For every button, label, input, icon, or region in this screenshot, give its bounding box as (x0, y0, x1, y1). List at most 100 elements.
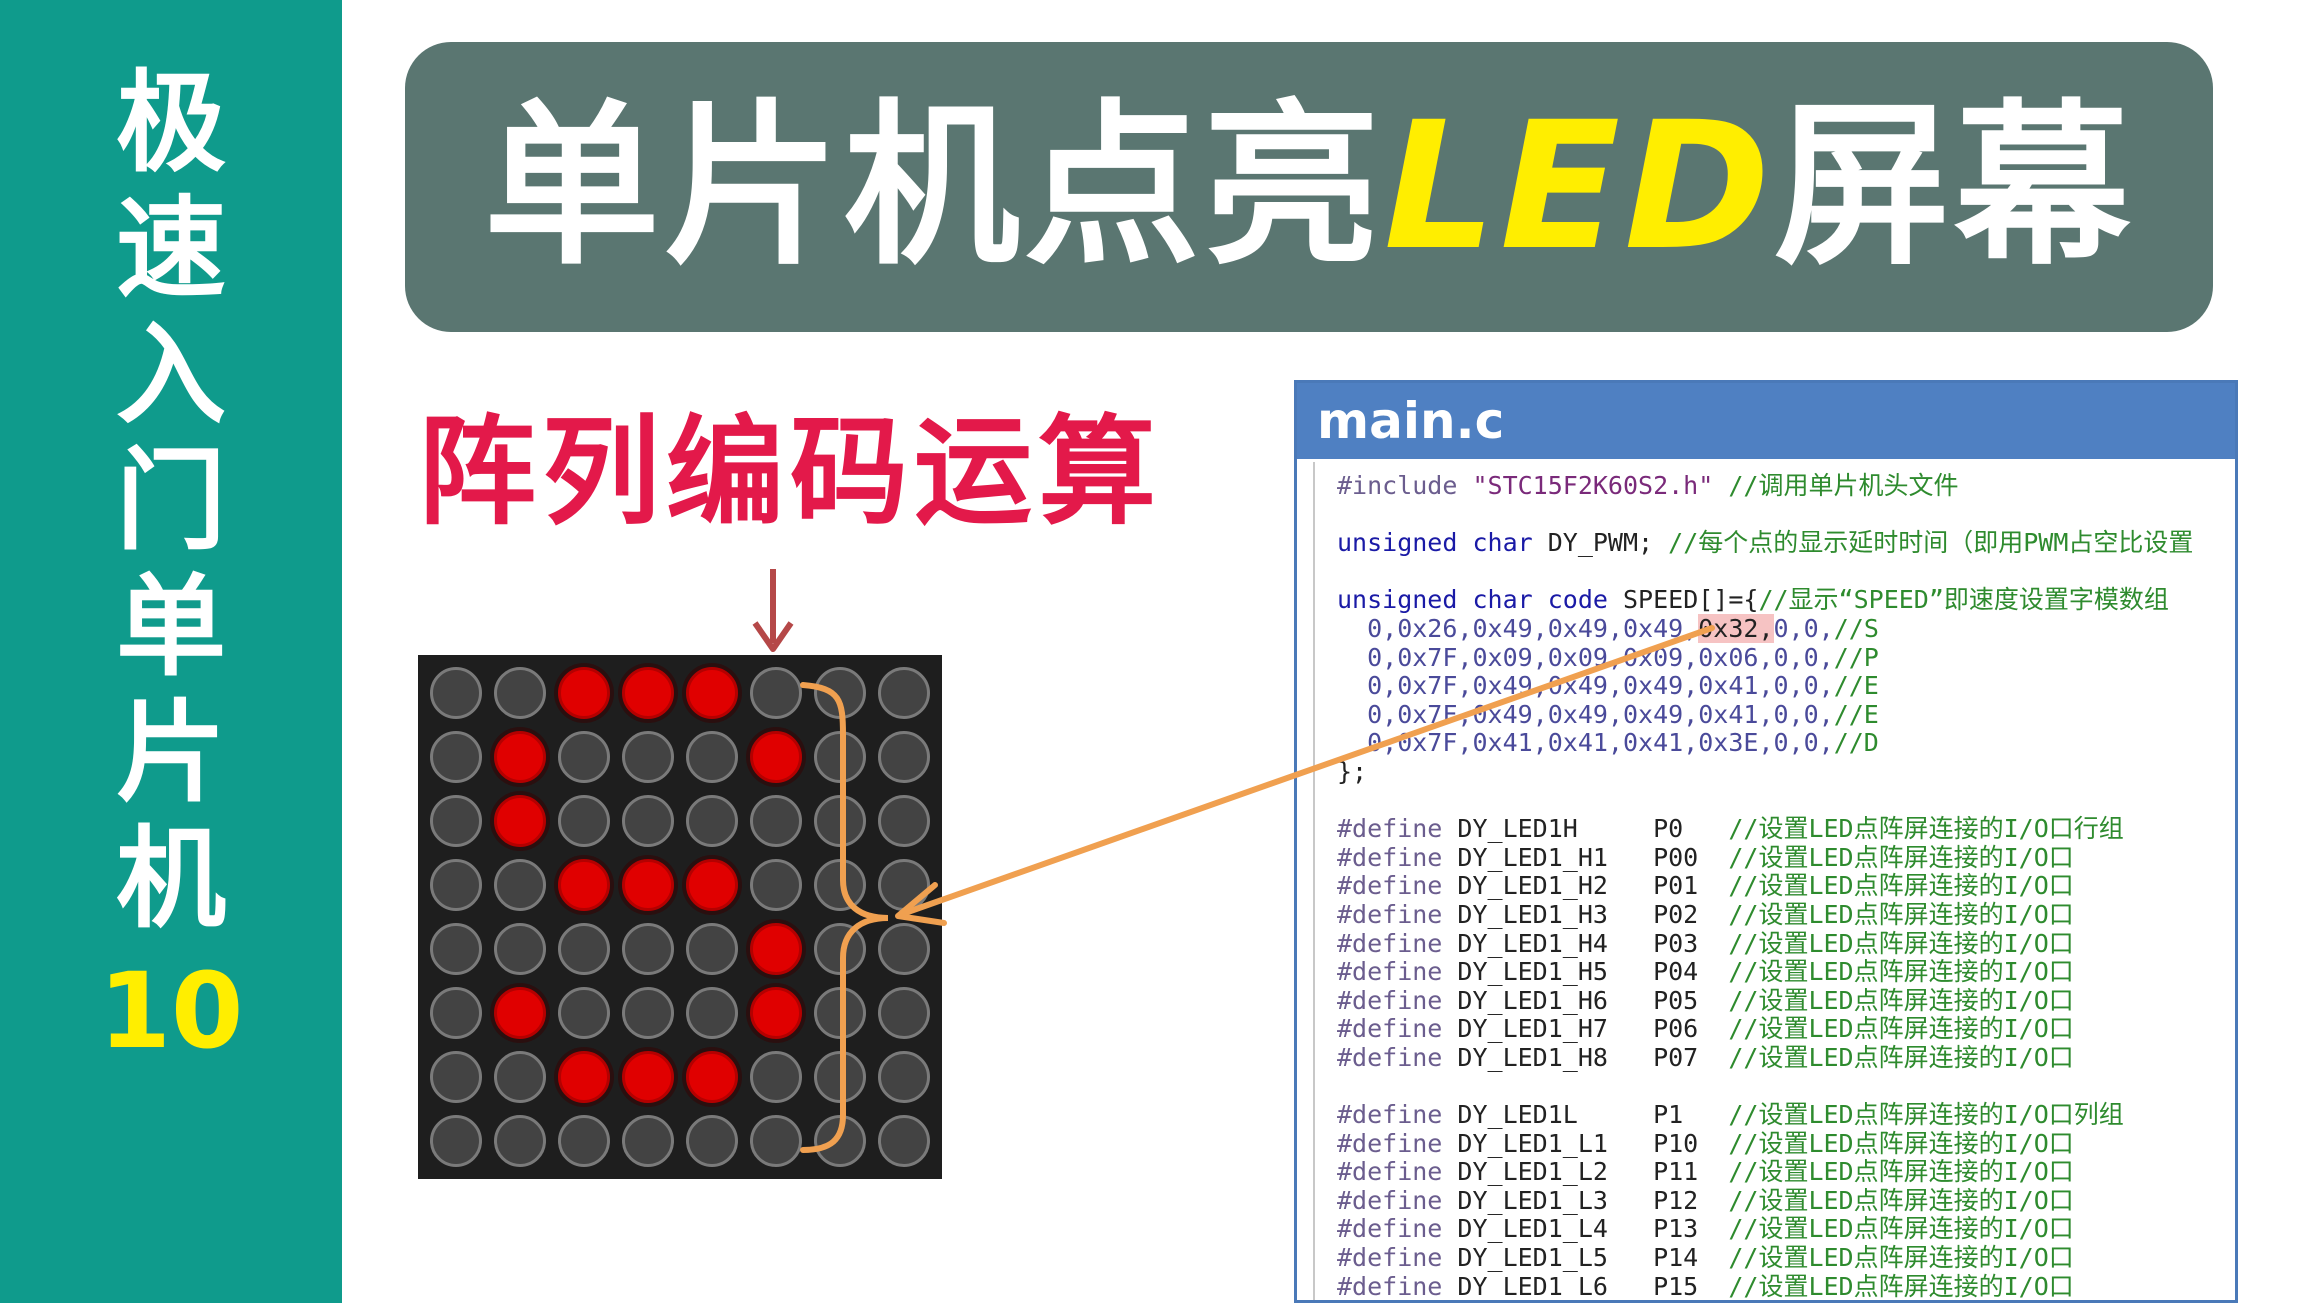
code-token: //E (1833, 671, 1879, 701)
led-off (558, 923, 610, 975)
code-token: DY_LED1_H2 P01 (1442, 871, 1729, 901)
code-token: #define (1337, 957, 1443, 987)
led-off (494, 667, 546, 719)
code-editor-body[interactable]: #include "STC15F2K60S2.h" //调用单片机头文件 unsi… (1297, 462, 2235, 1300)
subtitle: 阵列编码运算 (418, 403, 1163, 541)
code-token: //显示“SPEED”即速度设置字模数组 (1758, 585, 2169, 615)
code-token: DY_LED1_L1 P10 (1442, 1128, 1729, 1158)
code-token: "STC15F2K60S2.h" (1472, 471, 1714, 500)
code-token: #define (1337, 871, 1443, 901)
code-token: //设置LED点阵屏连接的I/O口行组 (1728, 814, 2124, 844)
banner-title-part-1: 单片机点亮 (483, 84, 1384, 289)
code-token: //设置LED点阵屏连接的I/O口 (1728, 871, 2074, 901)
code-line: #define DY_LED1_L4 P13 //设置LED点阵屏连接的I/O口 (1337, 1215, 2235, 1244)
code-token: //设置LED点阵屏连接的I/O口 (1728, 1214, 2074, 1244)
code-gutter (1313, 462, 1315, 1300)
led-off (814, 1115, 866, 1167)
code-token: //设置LED点阵屏连接的I/O口 (1728, 985, 2074, 1015)
led-off (814, 667, 866, 719)
code-line: #define DY_LED1L P1 //设置LED点阵屏连接的I/O口列组 (1337, 1100, 2235, 1130)
led-on (622, 667, 674, 719)
side-title-char: 机 (116, 815, 226, 943)
code-token: //设置LED点阵屏连接的I/O口 (1728, 1014, 2074, 1044)
code-token: DY_LED1_H7 P06 (1442, 1014, 1729, 1044)
code-token: #define (1337, 1128, 1443, 1158)
code-token: SPEED[]={ (1607, 585, 1759, 615)
led-on (750, 923, 802, 975)
led-off (750, 667, 802, 719)
code-token: #define (1337, 1014, 1443, 1044)
led-off (622, 795, 674, 847)
code-token: DY_LED1_H3 P02 (1442, 899, 1729, 929)
led-off (686, 1115, 738, 1167)
code-line (1337, 501, 2235, 530)
code-token: #define (1337, 928, 1443, 958)
code-filename: main.c (1317, 392, 1505, 450)
code-token: #define (1337, 899, 1443, 929)
title-banner: 单片机点亮LED屏幕 (405, 42, 2213, 332)
led-off (750, 1051, 802, 1103)
led-on (622, 859, 674, 911)
code-token: //P (1833, 642, 1879, 672)
code-token: //E (1833, 699, 1879, 729)
led-on (750, 987, 802, 1039)
code-line: #include "STC15F2K60S2.h" //调用单片机头文件 (1337, 471, 2235, 501)
code-token: //设置LED点阵屏连接的I/O口 (1728, 899, 2074, 929)
code-token: //调用单片机头文件 (1713, 471, 1959, 500)
code-token: DY_PWM; (1532, 528, 1669, 558)
code-token: #define (1337, 1100, 1443, 1130)
code-line: #define DY_LED1_L3 P12 //设置LED点阵屏连接的I/O口 (1337, 1186, 2235, 1216)
led-off (622, 731, 674, 783)
side-title-char: 门 (116, 437, 226, 565)
code-line: }; (1337, 756, 2235, 787)
led-off (430, 731, 482, 783)
led-off (750, 1115, 802, 1167)
code-token: //设置LED点阵屏连接的I/O口列组 (1728, 1100, 2124, 1130)
banner-title-led: LED (1383, 84, 1775, 289)
led-off (686, 731, 738, 783)
code-token: DY_LED1_H8 P07 (1442, 1042, 1729, 1072)
led-off (814, 859, 866, 911)
led-off (494, 859, 546, 911)
code-line: #define DY_LED1_H7 P06 //设置LED点阵屏连接的I/O口 (1337, 1014, 2235, 1044)
code-line (1337, 1072, 2235, 1101)
code-token: //设置LED点阵屏连接的I/O口 (1728, 1243, 2074, 1273)
led-off (878, 859, 930, 911)
code-token: #define (1337, 842, 1443, 872)
code-token: 0,0x7F,0x49,0x49,0x49,0x41,0,0, (1337, 671, 1834, 701)
code-token: 0,0x7F,0x09,0x09,0x09,0x06,0,0, (1337, 642, 1834, 672)
code-line: #define DY_LED1_L6 P15 //设置LED点阵屏连接的I/O口 (1337, 1272, 2235, 1300)
code-token: }; (1337, 756, 1368, 786)
code-token: #define (1337, 1214, 1443, 1244)
code-line: 0,0x7F,0x49,0x49,0x49,0x41,0,0,//E (1337, 699, 2235, 730)
code-token: 0,0x26,0x49,0x49,0x49, (1337, 613, 1699, 643)
led-off (878, 987, 930, 1039)
code-editor-window: main.c #include "STC15F2K60S2.h" //调用单片机… (1294, 380, 2238, 1303)
code-token: DY_LED1_H6 P05 (1442, 985, 1729, 1015)
code-line: unsigned char code SPEED[]={//显示“SPEED”即… (1337, 586, 2235, 615)
banner-title: 单片机点亮LED屏幕 (484, 99, 2135, 275)
code-lines: #include "STC15F2K60S2.h" //调用单片机头文件 unsi… (1337, 471, 2235, 1300)
led-off (558, 1115, 610, 1167)
code-token: unsigned char (1337, 528, 1533, 558)
led-off (814, 795, 866, 847)
code-token: 0x32, (1698, 613, 1774, 643)
led-off (430, 795, 482, 847)
led-off (558, 795, 610, 847)
led-off (814, 1051, 866, 1103)
code-token: //设置LED点阵屏连接的I/O口 (1728, 928, 2074, 958)
led-off (558, 987, 610, 1039)
led-off (814, 731, 866, 783)
code-line: #define DY_LED1H P0 //设置LED点阵屏连接的I/O口行组 (1337, 814, 2235, 844)
code-line: #define DY_LED1_L2 P11 //设置LED点阵屏连接的I/O口 (1337, 1157, 2235, 1187)
led-off (430, 1051, 482, 1103)
led-off (750, 859, 802, 911)
code-token: 0,0x7F,0x49,0x49,0x49,0x41,0,0, (1337, 699, 1834, 729)
code-editor-titlebar[interactable]: main.c (1297, 383, 2235, 459)
code-token: DY_LED1H P0 (1442, 814, 1729, 844)
led-on (750, 731, 802, 783)
side-title-char: 入 (116, 311, 226, 439)
led-off (494, 1051, 546, 1103)
code-line: 0,0x26,0x49,0x49,0x49,0x32,0,0,//S (1337, 613, 2235, 644)
code-line: #define DY_LED1_H4 P03 //设置LED点阵屏连接的I/O口 (1337, 928, 2235, 959)
